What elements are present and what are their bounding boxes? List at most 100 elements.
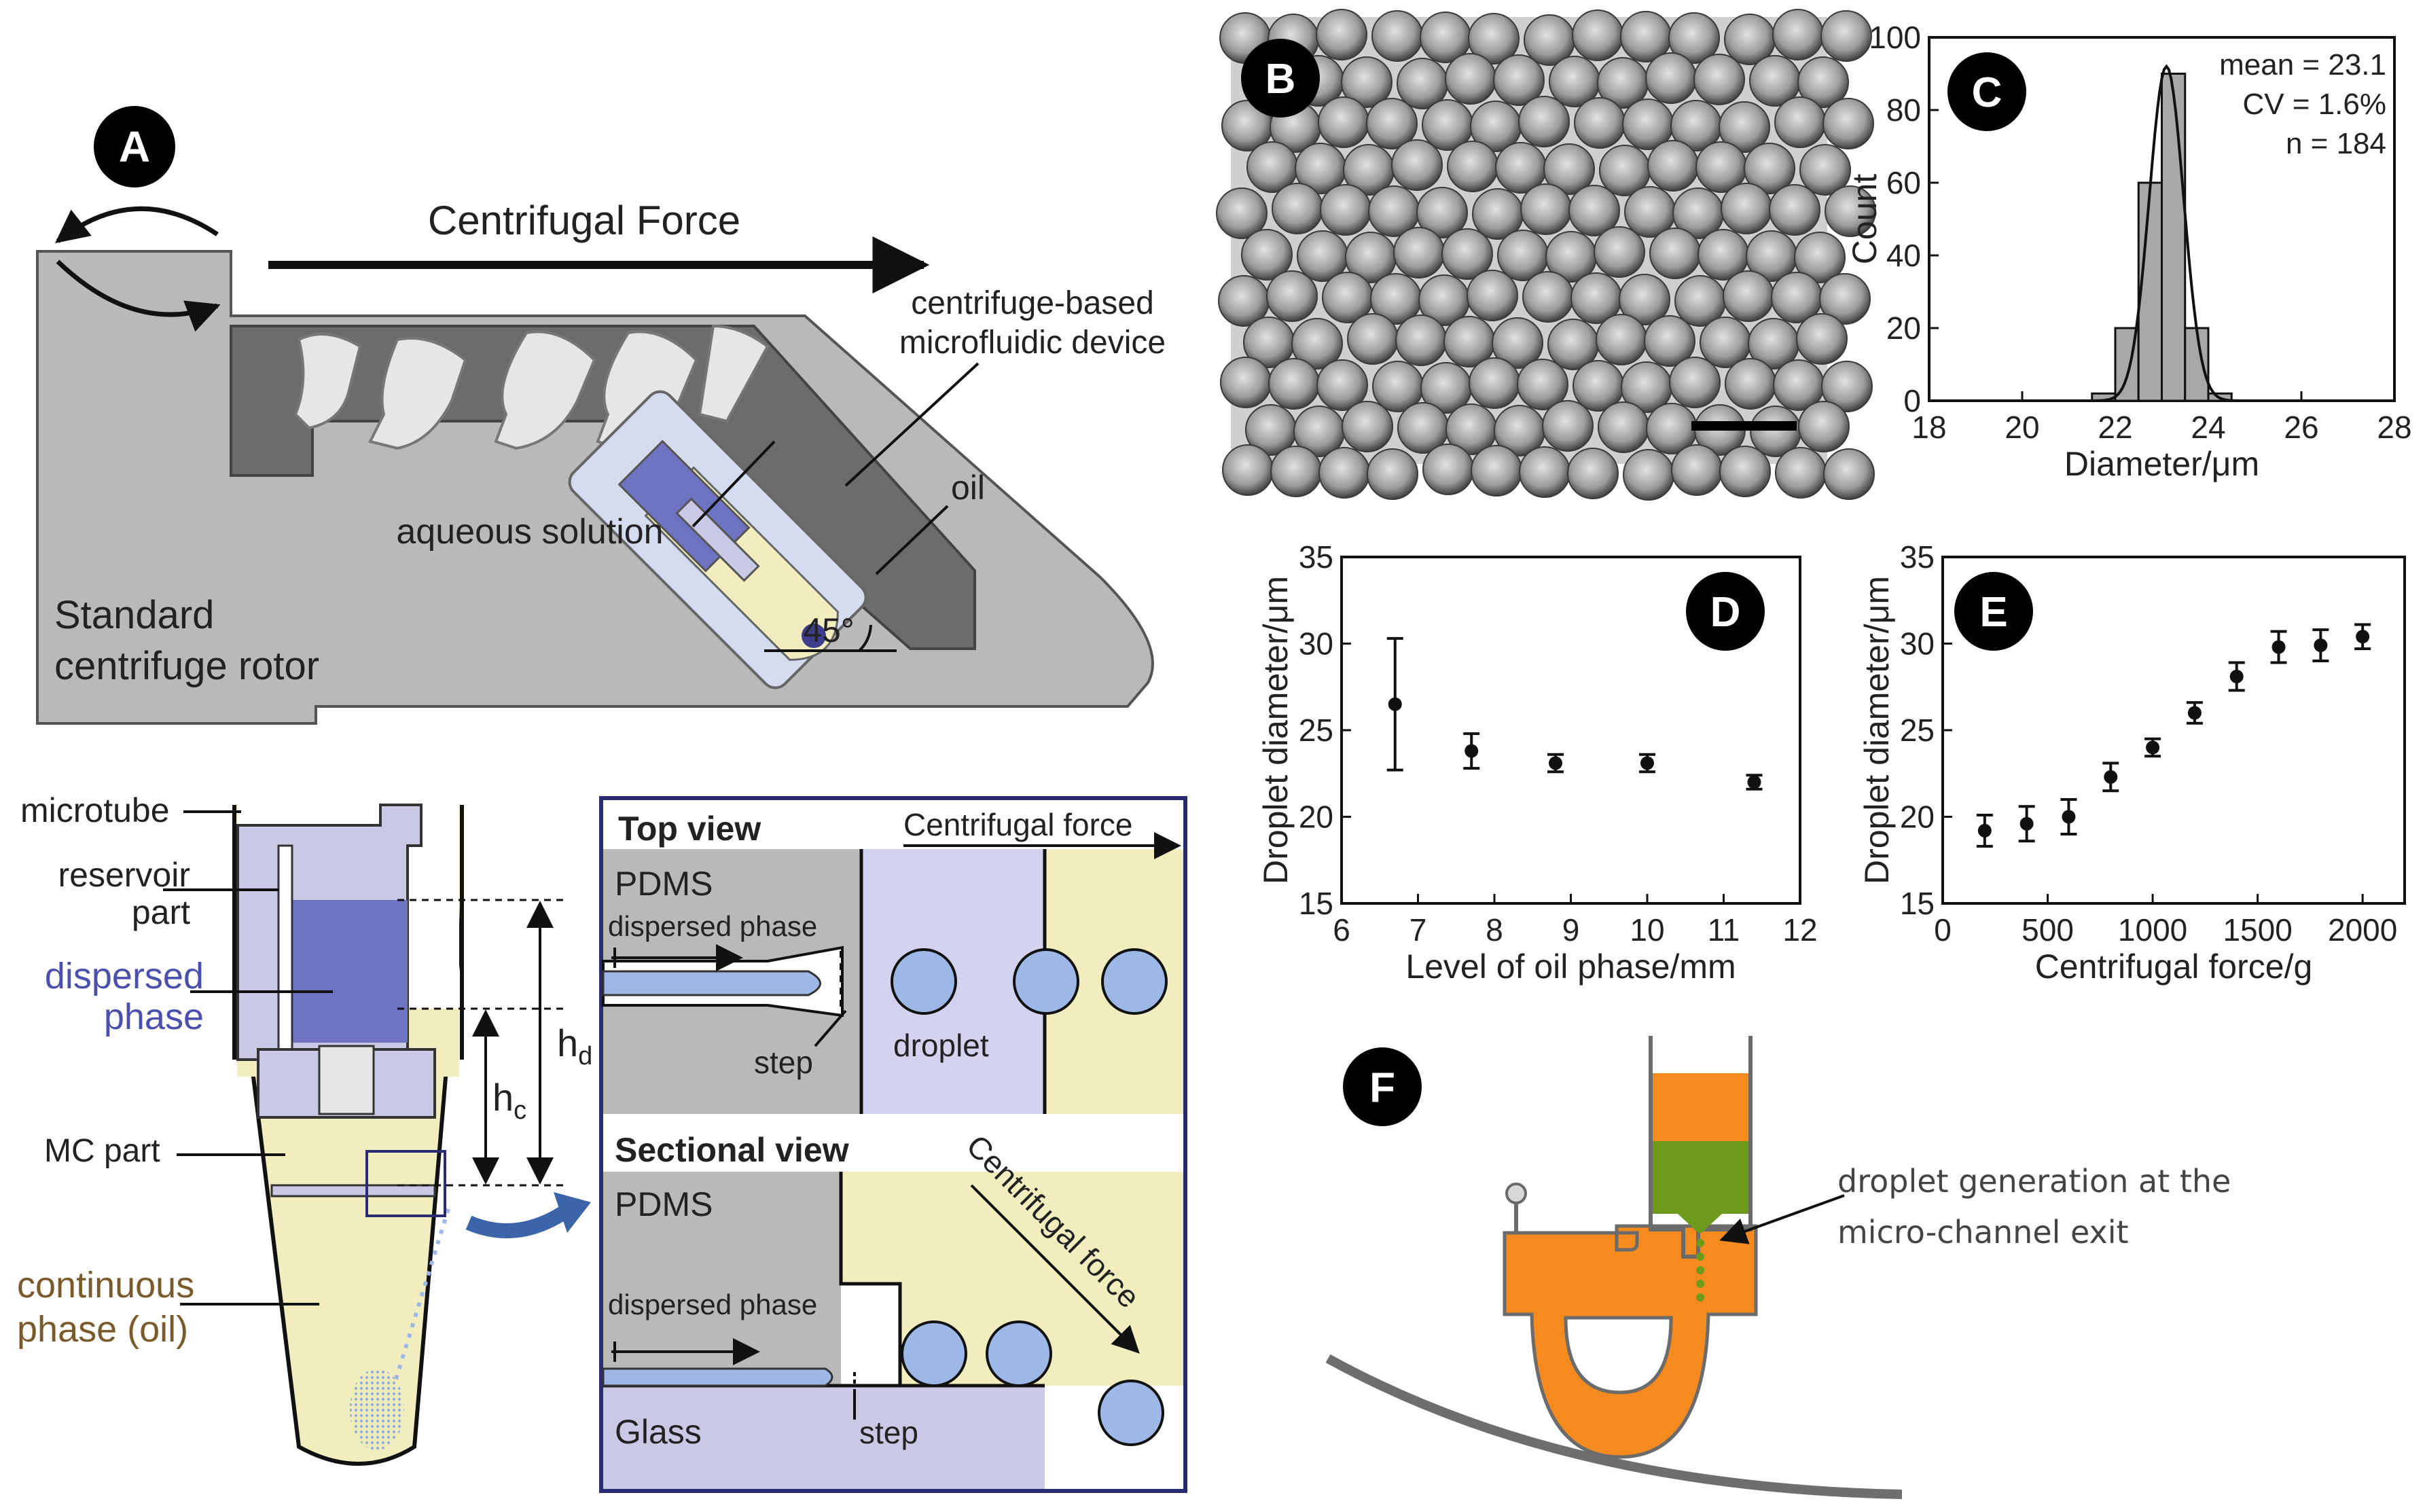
microtube-diagram: hd hc microtube reservoir part dispersed… [17, 791, 592, 1466]
chart-c-x-tick-label: 22 [2098, 410, 2132, 445]
micrograph-droplet [1798, 401, 1850, 452]
zoom-box [365, 1150, 446, 1217]
reservoir-green [1653, 1141, 1748, 1214]
chart-d-x-tick-label: 11 [1708, 912, 1740, 948]
chart-e-x-tick-label: 1500 [2223, 912, 2292, 948]
chart-d-y-tick-label: 25 [1299, 713, 1333, 748]
micrograph-droplet [1725, 358, 1776, 410]
sec-droplet-3 [1098, 1380, 1164, 1446]
chart-c-y-tick-label: 80 [1886, 92, 1921, 128]
micrograph-droplet [1318, 447, 1370, 499]
micrograph-droplet [1823, 448, 1875, 500]
badge-b [1241, 39, 1320, 118]
micrograph-droplet [1796, 313, 1848, 365]
chart-c-x-tick-label: 26 [2284, 410, 2318, 445]
chart-e-y-tick-label: 15 [1900, 886, 1935, 921]
micrograph-droplet [1772, 9, 1824, 60]
micrograph-droplet [1519, 446, 1570, 498]
top-dispersed-stream [602, 970, 821, 996]
top-droplet-2 [1013, 948, 1079, 1015]
chart-d-badge [1686, 572, 1765, 651]
micrograph-droplet [1775, 447, 1827, 499]
reservoir-inner-wall [277, 844, 293, 1051]
chart-e-y-tick-label: 25 [1900, 713, 1935, 748]
zoom-arrow-shaft [465, 1206, 568, 1238]
continuous-label-line1: continuous [17, 1265, 194, 1306]
collected-droplets [350, 1369, 404, 1450]
micrograph-droplet [1723, 270, 1774, 322]
aqueous-label: aqueous solution [396, 512, 663, 552]
micrograph-droplet [1447, 141, 1498, 192]
micrograph-droplet [1820, 10, 1872, 62]
sec-pdms-edge [839, 1172, 902, 1386]
chart-c-annotation: n = 184 [2286, 127, 2386, 160]
chart-e-data-point [2187, 706, 2202, 720]
micrograph-droplet [1721, 183, 1772, 234]
micrograph-droplet [1517, 359, 1568, 410]
chart-d-data-point [1388, 697, 1402, 711]
micrograph-droplet [1320, 184, 1371, 236]
chart-e-data-point [2146, 740, 2160, 755]
microtube-label: microtube [20, 791, 170, 829]
chart-c-annotation: mean = 23.1 [2219, 48, 2386, 82]
micrograph-droplet [1342, 401, 1393, 452]
panel-b: B [1216, 9, 1876, 501]
micrograph-droplet [1316, 359, 1368, 411]
chart-c-x-tick-label: 28 [2377, 410, 2411, 445]
micrograph-droplet [1371, 10, 1423, 62]
rotation-arrow-top [55, 206, 219, 244]
badge-f [1343, 1047, 1422, 1126]
chart-e-x-tick-label: 2000 [2328, 912, 2397, 948]
chart-c-y-tick-label: 60 [1886, 165, 1921, 200]
zoom-arrow-head [554, 1192, 591, 1233]
micrograph-droplet [1266, 270, 1318, 322]
sec-droplet-2 [986, 1320, 1052, 1387]
angle-label: 45° [803, 611, 855, 649]
mc-channel [318, 1045, 375, 1115]
histogram-bar [2161, 73, 2187, 402]
top-view-title: Top view [618, 810, 761, 848]
micrograph-droplet [1367, 448, 1418, 500]
oil-leader [875, 505, 949, 575]
mc-part-label: MC part [44, 1133, 160, 1169]
micrograph-droplet [1645, 52, 1697, 104]
micrograph-droplet [1347, 313, 1399, 365]
droplet-trail [392, 1208, 450, 1386]
reservoir-label-line2: part [132, 893, 190, 931]
chart-d-x-tick-label: 12 [1782, 912, 1817, 948]
device-leader [844, 362, 980, 487]
badge-a [94, 106, 175, 187]
chart-c-y-axis-label: Count [1846, 174, 1884, 265]
badge-a-label: A [119, 122, 150, 171]
rotor-label-line2: centrifuge rotor [54, 644, 319, 688]
chart-c-x-axis-label: Diameter/μm [2064, 445, 2259, 483]
chart-e-y-tick-label: 20 [1900, 799, 1935, 835]
sec-dispersed-stream [602, 1367, 833, 1387]
chart-e-y-tick-label: 30 [1900, 626, 1935, 662]
micrograph-droplet [1719, 446, 1771, 497]
micrograph-droplet [1393, 227, 1445, 278]
micrograph-droplet [1669, 357, 1721, 408]
centrifugal-force-label: Centrifugal Force [428, 198, 740, 243]
micrograph-droplet [1469, 357, 1520, 409]
chart-e-x-tick-label: 0 [1934, 912, 1952, 948]
chart-d-data-point [1747, 775, 1761, 789]
chart-d-data-point [1640, 756, 1654, 770]
micrograph-droplet [1222, 444, 1274, 496]
rotor-arc [1325, 1354, 1903, 1499]
micrograph-droplet [1568, 185, 1620, 236]
sectional-view-title: Sectional view [615, 1131, 849, 1169]
chart-d-data-point [1549, 756, 1562, 770]
micrograph-droplet [1719, 101, 1770, 153]
micrograph-droplet [1272, 183, 1323, 234]
micrograph-droplet [1341, 56, 1393, 108]
sec-glass-label: Glass [615, 1413, 702, 1451]
hc-label: hc [492, 1076, 526, 1125]
sec-pdms [603, 1172, 841, 1386]
micrograph-droplet [1693, 54, 1745, 105]
micrograph-droplet [1416, 187, 1468, 238]
micrograph-droplet [1567, 448, 1619, 499]
chart-d-y-tick-label: 15 [1299, 886, 1333, 921]
dispersed-phase-fill [292, 900, 408, 1043]
